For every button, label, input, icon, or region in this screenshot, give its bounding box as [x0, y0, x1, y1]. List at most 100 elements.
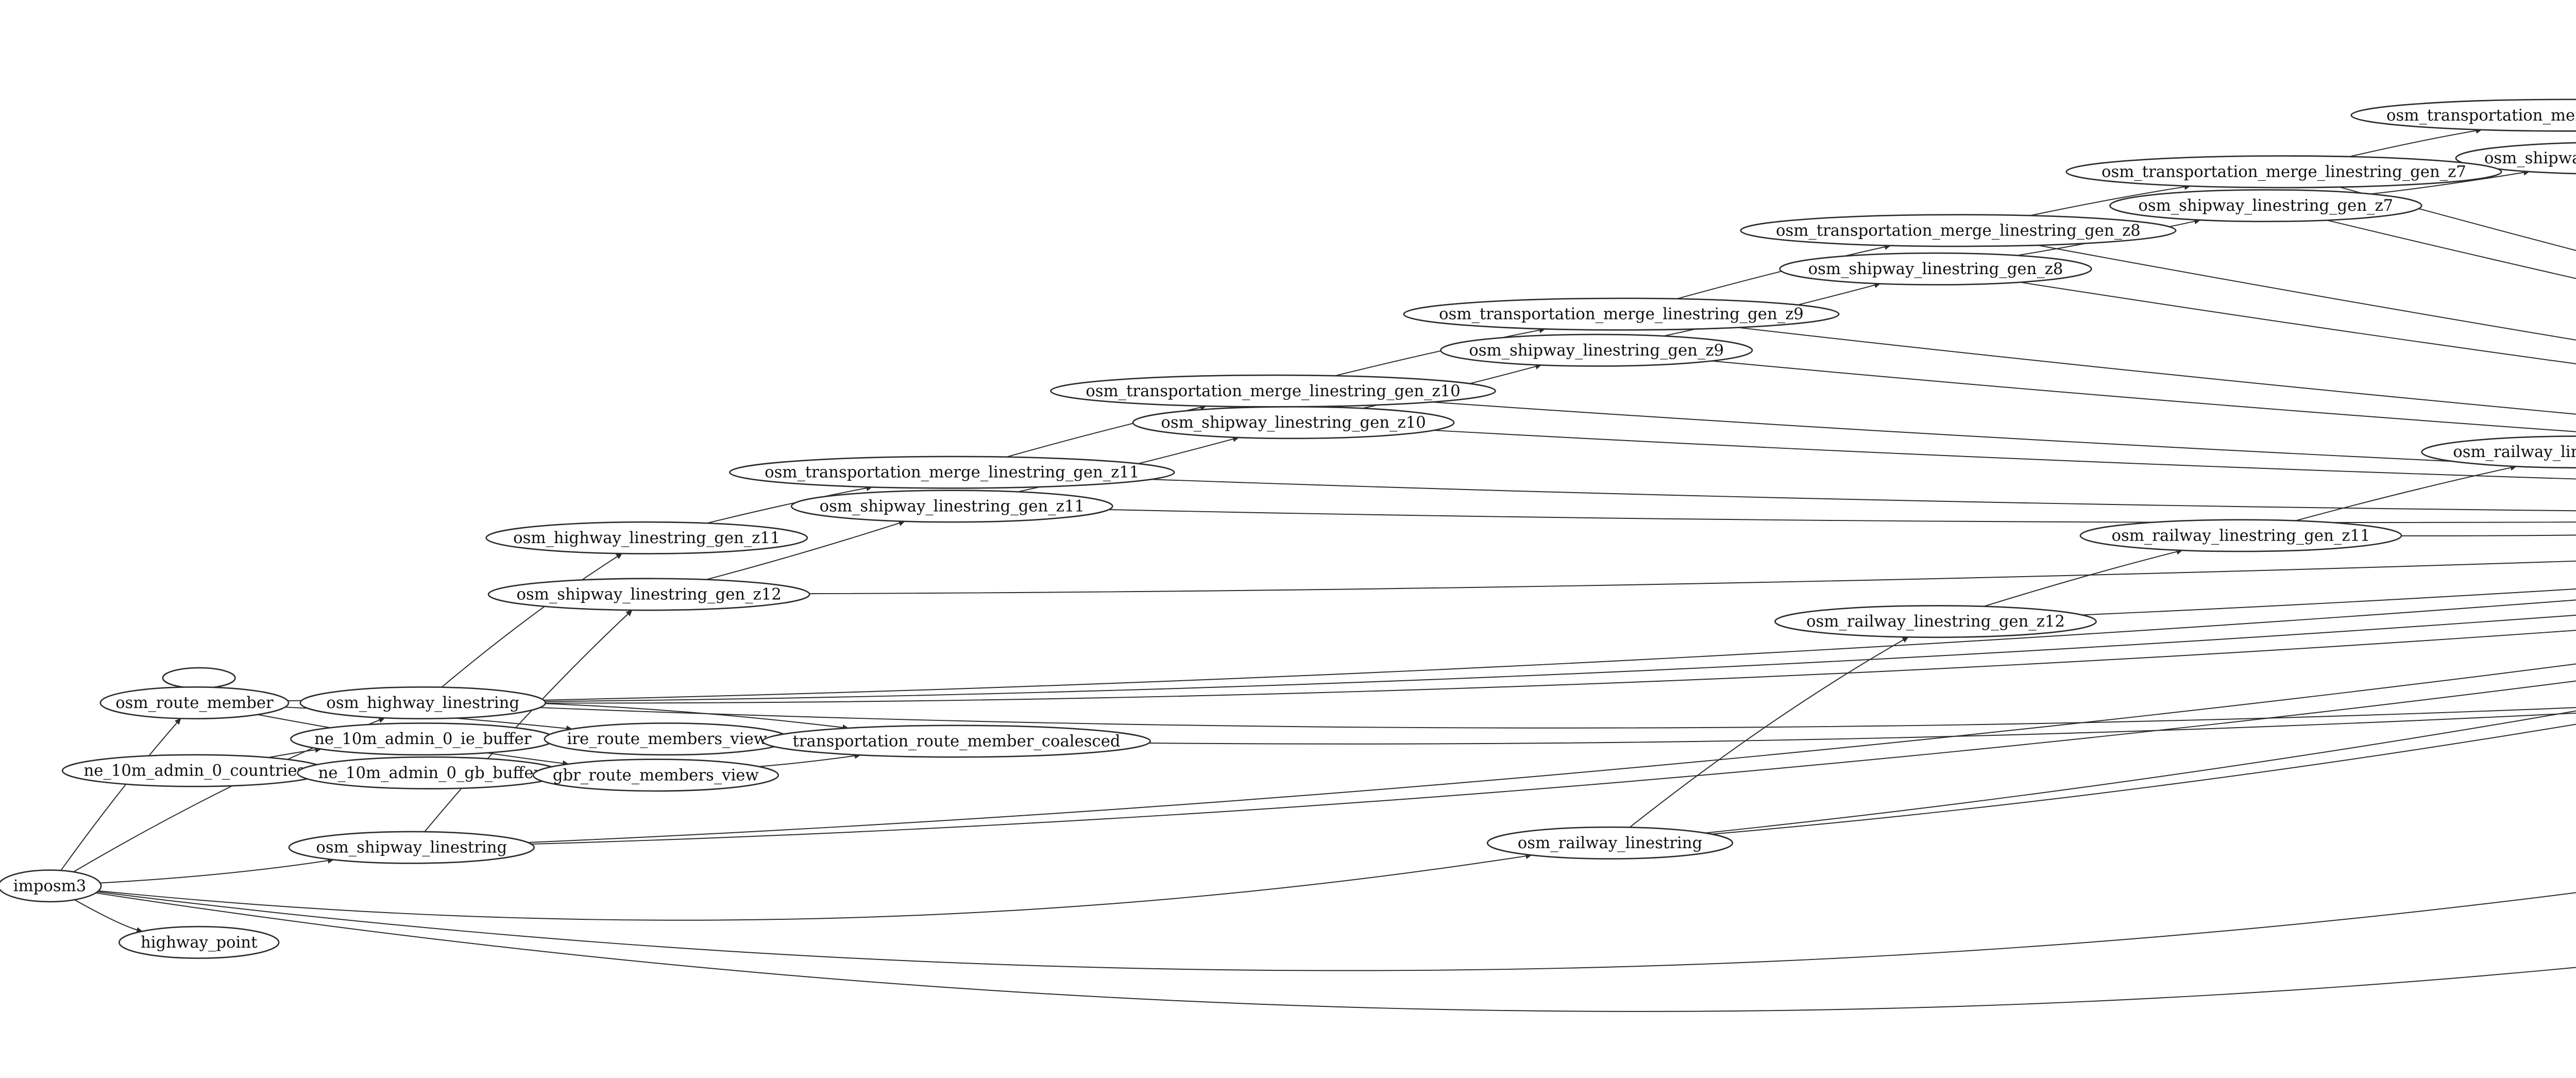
graph-node-railway_z12: osm_railway_linestring_gen_z12	[1774, 605, 2097, 638]
edge-railway_z12-to-railway_z11	[1984, 548, 2183, 607]
edge-highway_linestring-to-layer-z13	[545, 614, 2576, 702]
edge-highway_linestring-to-name_network	[540, 707, 2576, 729]
merge_z7-ellipse	[2065, 155, 2502, 189]
gbr_view-label: gbr_route_members_view	[553, 766, 759, 784]
merge_z8-label: osm_transportation_merge_linestring_gen_…	[1776, 221, 2141, 240]
graph-node-coalesced: transportation_route_member_coalesced	[762, 725, 1151, 758]
edge-imposm3-to-aerialway	[97, 891, 2576, 971]
imposm3-ellipse	[0, 869, 102, 903]
graph-node-route_member: osm_route_member	[99, 686, 290, 719]
edge-imposm3-to-railway_linestring	[98, 853, 1532, 921]
merge_z10-label: osm_transportation_merge_linestring_gen_…	[1086, 382, 1460, 400]
edge-imposm3-to-highway_polygon	[95, 892, 2576, 1012]
shipway_z9-label: osm_shipway_linestring_gen_z9	[1469, 341, 1724, 360]
shipway_z11-label: osm_shipway_linestring_gen_z11	[820, 497, 1084, 516]
railway_z12-ellipse	[1774, 605, 2097, 638]
graph-node-railway_z11: osm_railway_linestring_gen_z11	[2079, 519, 2402, 552]
edge-imposm3-to-shipway_linestring	[100, 857, 334, 884]
edge-imposm3-to-highway_point	[74, 899, 143, 933]
merge_z8-ellipse	[1740, 214, 2177, 247]
graph-node-merge_z7: osm_transportation_merge_linestring_gen_…	[2065, 155, 2502, 189]
shipway_z10-ellipse	[1132, 406, 1455, 440]
shipway_z7-label: osm_shipway_linestring_gen_z7	[2138, 196, 2393, 215]
railway_linestring-label: osm_railway_linestring	[1518, 834, 1702, 852]
edge-countries-to-ie_buffer	[268, 747, 322, 759]
graph-node-gb_buffer: ne_10m_admin_0_gb_buffer	[297, 756, 563, 789]
edge-railway_linestring-to-railway_z12	[1629, 636, 1909, 828]
shipway_z12-ellipse	[487, 578, 810, 611]
graph-node-shipway_z11: osm_shipway_linestring_gen_z11	[790, 490, 1113, 523]
edge-shipway_z12-to-layer-z12	[809, 560, 2576, 595]
merge_z11-label: osm_transportation_merge_linestring_gen_…	[765, 463, 1139, 482]
railway_linestring-ellipse	[1486, 826, 1734, 860]
graph-node-ire_view: ire_route_members_view	[544, 722, 790, 756]
edge-shipway_linestring-to-layer-z14-	[531, 680, 2576, 845]
shipway_z8-label: osm_shipway_linestring_gen_z8	[1808, 260, 2063, 278]
edges-layer	[60, 127, 2576, 1012]
railway_z10-ellipse	[2421, 435, 2576, 469]
graph-node-gbr_view: gbr_route_members_view	[532, 759, 779, 792]
edge-merge_z8-to-layer-z8	[2037, 244, 2576, 341]
gb_buffer-label: ne_10m_admin_0_gb_buffer	[318, 764, 541, 782]
edge-shipway_z9-to-layer-z9	[1711, 360, 2576, 432]
graph-node-shipway_z7: osm_shipway_linestring_gen_z7	[2109, 189, 2422, 223]
shipway_linestring-label: osm_shipway_linestring	[316, 838, 507, 857]
edge-shipway_linestring-to-layer-z13	[528, 663, 2576, 843]
graph-node-imposm3: imposm3	[0, 869, 102, 903]
edge-merge_z10-to-layer-z10	[1432, 401, 2576, 468]
railway_z11-label: osm_railway_linestring_gen_z11	[2112, 527, 2370, 545]
coalesced-label: transportation_route_member_coalesced	[792, 732, 1120, 751]
highway_linestring-ellipse	[299, 686, 546, 719]
shipway_z7-ellipse	[2109, 189, 2422, 223]
edge-highway_linestring-to-highway_gen_z11	[441, 553, 623, 688]
railway_z12-label: osm_railway_linestring_gen_z12	[1806, 612, 2065, 631]
highway_gen_z11-label: osm_highway_linestring_gen_z11	[513, 529, 780, 547]
edge-railway_z11-to-railway_z10	[2295, 464, 2517, 521]
merge_z9-ellipse	[1403, 297, 1840, 331]
shipway_z12-label: osm_shipway_linestring_gen_z12	[516, 585, 781, 604]
graph-node-shipway_z8: osm_shipway_linestring_gen_z8	[1779, 252, 2092, 285]
shipway_z11-ellipse	[790, 490, 1113, 523]
edge-railway_linestring-to-layer-z13	[1705, 710, 2576, 834]
edge-imposm3-to-route_member	[60, 718, 181, 871]
merge_z6-ellipse	[2350, 98, 2576, 132]
edge-shipway_z7-to-layer-z7	[2326, 220, 2576, 279]
route_member-label: osm_route_member	[115, 694, 274, 712]
edge-shipway_z11-to-layer-z11	[1108, 509, 2576, 523]
edge-merge_z8-to-merge_z7	[2029, 183, 2191, 216]
edge-shipway_z8-to-layer-z8	[2020, 281, 2576, 365]
graph-node-countries: ne_10m_admin_0_countries	[61, 754, 328, 787]
shipway_z6-label: osm_shipway_linestring_gen_z6	[2484, 149, 2576, 167]
edge-merge_z7-to-merge_z6	[2349, 127, 2482, 157]
route_member-ellipse	[99, 686, 290, 719]
graph-node-merge_z9: osm_transportation_merge_linestring_gen_…	[1403, 297, 1840, 331]
edge-shipway_z10-to-layer-z10	[1433, 430, 2576, 480]
edge-highway_linestring-to-layer-z14-	[545, 630, 2576, 704]
edge-merge_z11-to-layer-z11	[1150, 479, 2576, 512]
railway_z11-ellipse	[2079, 519, 2402, 552]
countries-label: ne_10m_admin_0_countries	[84, 762, 306, 780]
graph-node-merge_z6: osm_transportation_merge_linestring_gen_…	[2350, 98, 2576, 132]
graph-node-merge_z10: osm_transportation_merge_linestring_gen_…	[1050, 374, 1496, 408]
graph-node-railway_linestring: osm_railway_linestring	[1486, 826, 1734, 860]
highway_linestring-label: osm_highway_linestring	[326, 694, 519, 712]
edge-railway_z11-to-layer-z11	[2401, 534, 2576, 536]
graph-node-shipway_z10: osm_shipway_linestring_gen_z10	[1132, 406, 1455, 440]
edge-shipway_z12-to-shipway_z11	[705, 520, 905, 580]
graph-node-merge_z8: osm_transportation_merge_linestring_gen_…	[1740, 214, 2177, 247]
graph-node-highway_point: highway_point	[118, 925, 280, 959]
gbr_view-ellipse	[532, 759, 779, 792]
graph-node-ie_buffer: ne_10m_admin_0_ie_buffer	[290, 722, 556, 756]
ie_buffer-label: ne_10m_admin_0_ie_buffer	[314, 730, 532, 748]
merge_z7-label: osm_transportation_merge_linestring_gen_…	[2102, 162, 2466, 181]
shipway_z9-ellipse	[1439, 333, 1753, 367]
merge_z9-label: osm_transportation_merge_linestring_gen_…	[1439, 305, 1804, 324]
graph-node-blank	[162, 667, 236, 689]
edge-merge_z7-to-layer-z7	[2340, 187, 2576, 251]
highway_point-label: highway_point	[141, 933, 258, 952]
edge-shipway_linestring-to-shipway_z12	[424, 610, 633, 832]
edge-highway_linestring-to-layer-z12	[544, 599, 2576, 701]
coalesced-ellipse	[762, 725, 1151, 758]
graph-node-highway_linestring: osm_highway_linestring	[299, 686, 546, 719]
